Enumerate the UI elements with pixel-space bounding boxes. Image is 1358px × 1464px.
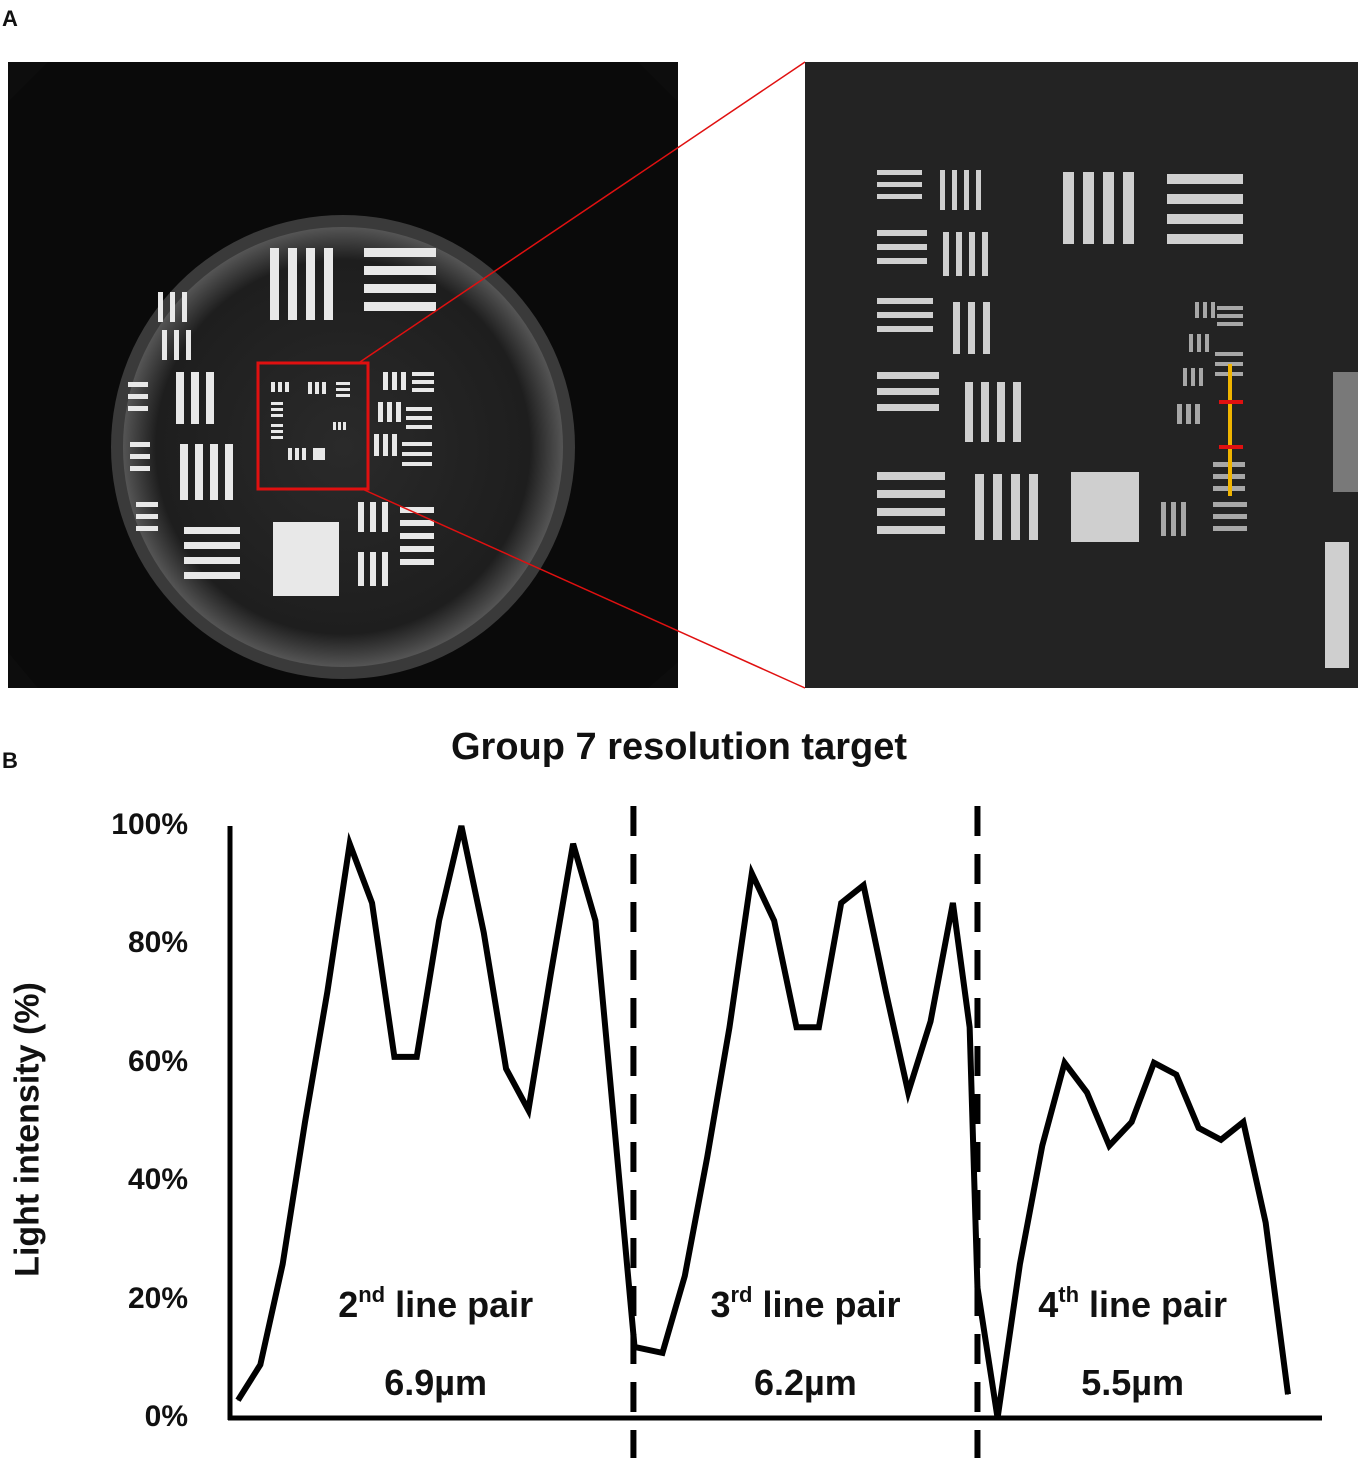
zoom-region-box	[256, 361, 370, 491]
y-tick-label: 80%	[127, 926, 188, 960]
data-point	[550, 973, 552, 975]
data-point	[885, 991, 887, 993]
data-point	[282, 1263, 284, 1265]
data-point	[997, 1417, 999, 1419]
data-point	[728, 1026, 730, 1028]
chart-title: Group 7 resolution target	[450, 726, 908, 768]
data-point	[594, 920, 596, 922]
data-point	[304, 1121, 306, 1123]
panel-label-a: A	[2, 6, 18, 31]
data-point	[1220, 1139, 1222, 1141]
data-point	[349, 843, 351, 845]
data-point	[460, 825, 462, 827]
segment-size: 5.5µm	[1081, 1362, 1185, 1403]
data-point	[1265, 1222, 1267, 1224]
zoomed-target-bars	[877, 170, 1358, 668]
data-point	[661, 1352, 663, 1354]
intensity-line	[235, 825, 1291, 1419]
data-point	[1198, 1127, 1200, 1129]
data-point	[976, 1287, 978, 1289]
data-point	[1175, 1074, 1177, 1076]
data-point	[796, 1026, 798, 1028]
segment-label: 3rd line pair	[710, 1282, 901, 1325]
data-point	[818, 1026, 820, 1028]
y-tick-label: 20%	[127, 1281, 188, 1315]
microscope-photo-full	[8, 62, 678, 688]
panel-label-b: B	[2, 748, 18, 773]
data-point	[1086, 1091, 1088, 1093]
zoom-connector-lines	[359, 61, 806, 689]
data-point	[840, 902, 842, 904]
segment-size: 6.9µm	[384, 1362, 487, 1403]
data-point	[1108, 1145, 1110, 1147]
data-point	[1287, 1393, 1289, 1395]
segment-label: 2nd line pair	[338, 1282, 534, 1325]
data-point	[684, 1275, 686, 1277]
data-point	[1041, 1145, 1043, 1147]
y-tick-label: 0%	[144, 1400, 188, 1433]
data-point	[1019, 1263, 1021, 1265]
data-point	[706, 1157, 708, 1159]
data-point	[505, 1068, 507, 1070]
data-point	[751, 872, 753, 874]
data-point	[259, 1364, 261, 1366]
data-point	[416, 1056, 418, 1058]
data-point	[907, 1091, 909, 1093]
data-point	[773, 920, 775, 922]
data-point	[371, 902, 373, 904]
data-point	[1153, 1062, 1155, 1064]
data-point	[572, 843, 574, 845]
data-point	[393, 1056, 395, 1058]
microscope-photo-zoom	[805, 62, 1358, 688]
data-point	[952, 902, 954, 904]
data-point	[634, 1346, 636, 1348]
data-point	[863, 884, 865, 886]
data-point	[930, 1020, 932, 1022]
data-point	[969, 1026, 971, 1028]
data-point	[326, 991, 328, 993]
y-tick-label: 60%	[127, 1044, 188, 1078]
data-point	[438, 920, 440, 922]
data-point	[1242, 1121, 1244, 1123]
segment-label: 4th line pair	[1038, 1282, 1228, 1325]
y-tick-label: 100%	[111, 808, 188, 841]
segment-size: 6.2µm	[753, 1362, 857, 1403]
data-point	[617, 1162, 619, 1164]
y-tick-label: 40%	[127, 1163, 188, 1197]
data-point	[1131, 1121, 1133, 1123]
data-point	[237, 1399, 239, 1401]
resolution-target-bars	[128, 248, 436, 596]
data-point	[1064, 1062, 1066, 1064]
data-point	[483, 932, 485, 934]
data-point	[527, 1109, 529, 1111]
